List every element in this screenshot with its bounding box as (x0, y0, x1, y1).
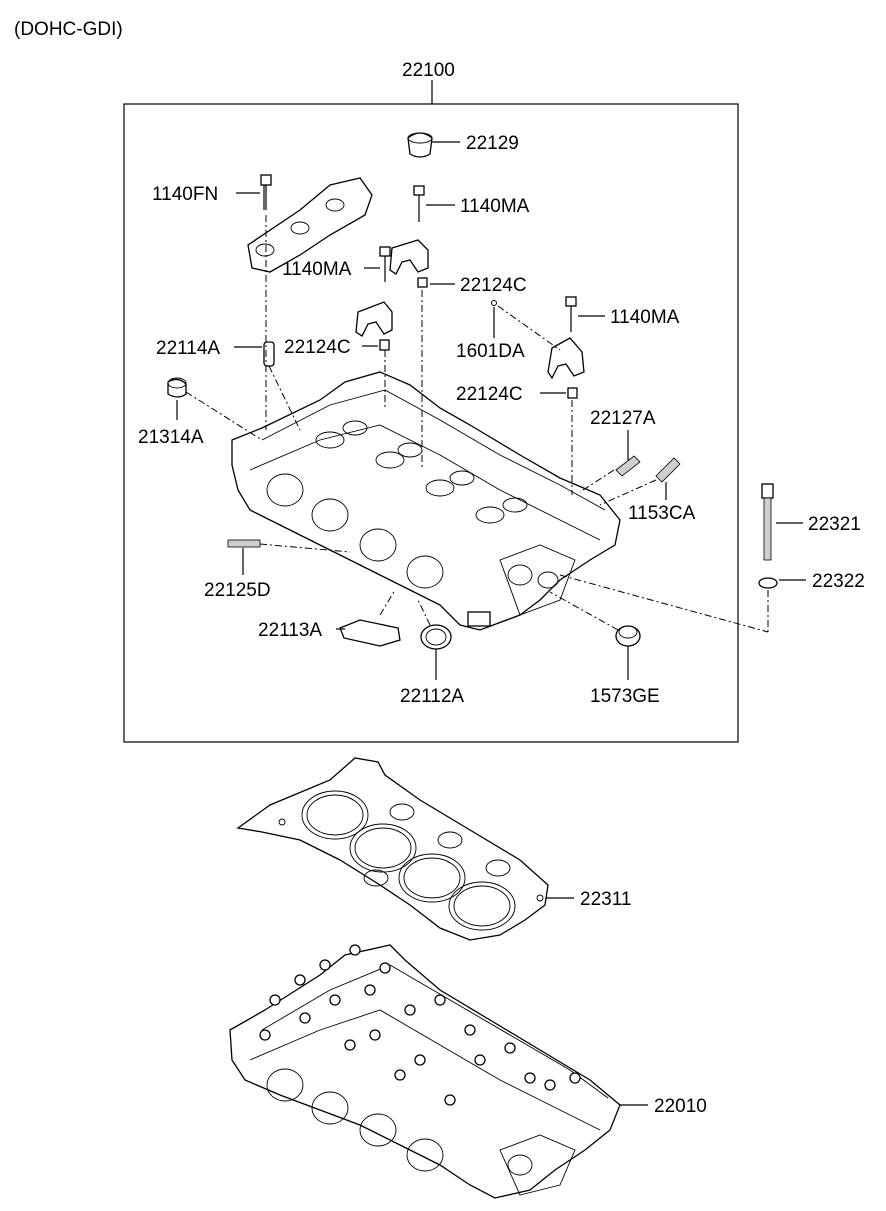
stud-22127a (615, 455, 641, 477)
label-21314a: 21314A (138, 427, 204, 448)
label-1601da: 1601DA (456, 341, 525, 362)
label-1140ma-c: 1140MA (610, 307, 680, 328)
cylinder-head (231, 371, 621, 631)
alignment-lines (185, 215, 769, 633)
head-assembly-22010 (229, 944, 621, 1199)
plug-21314a (167, 377, 187, 398)
label-1140ma-a: 1140MA (460, 196, 530, 217)
washer-22322 (758, 577, 778, 589)
bearing-cap-2 (355, 301, 393, 337)
pin-1601da (491, 300, 497, 306)
dowel-22124c-b (379, 339, 390, 351)
stud-1153ca (655, 457, 681, 483)
label-22129: 22129 (466, 133, 519, 154)
cam-cap-front (247, 177, 373, 273)
label-22311: 22311 (580, 889, 631, 910)
stud-22125d (227, 539, 261, 548)
bolt-1140fn (260, 174, 272, 210)
label-1573ge: 1573GE (590, 686, 660, 707)
label-22124c-b: 22124C (284, 337, 351, 358)
label-22124c-a: 22124C (460, 275, 527, 296)
label-22322: 22322 (812, 571, 865, 592)
bolt-22321 (761, 483, 774, 561)
assembly-frame (123, 103, 739, 743)
dowel-22124c-a (417, 277, 428, 288)
label-22124c-c: 22124C (456, 384, 523, 405)
dowel-22124c-c (567, 387, 578, 399)
label-22127a: 22127A (590, 408, 656, 429)
plug-22129 (407, 132, 433, 158)
bolt-1140ma-b (379, 246, 391, 282)
assembly-label: 22100 (402, 60, 455, 81)
label-22113a: 22113A (258, 620, 322, 641)
bearing-cap-1 (389, 239, 429, 275)
label-22114a: 22114A (156, 338, 220, 359)
bolt-1140ma-a (413, 185, 425, 222)
gasket-22113a (339, 619, 401, 647)
label-22010: 22010 (654, 1096, 707, 1117)
label-22112a: 22112A (400, 686, 464, 707)
head-gasket-22311 (236, 757, 549, 941)
label-22321: 22321 (808, 514, 861, 535)
plug-1573ge (615, 625, 641, 647)
bolt-1140ma-c (565, 296, 577, 332)
label-1140fn: 1140FN (152, 184, 218, 205)
engine-variant-label: (DOHC-GDI) (14, 19, 123, 40)
bearing-cap-3 (547, 337, 585, 380)
label-22125d: 22125D (204, 580, 271, 601)
label-1153ca: 1153CA (628, 503, 696, 524)
seal-22112a (420, 624, 452, 650)
label-1140ma-b: 1140MA (282, 259, 352, 280)
